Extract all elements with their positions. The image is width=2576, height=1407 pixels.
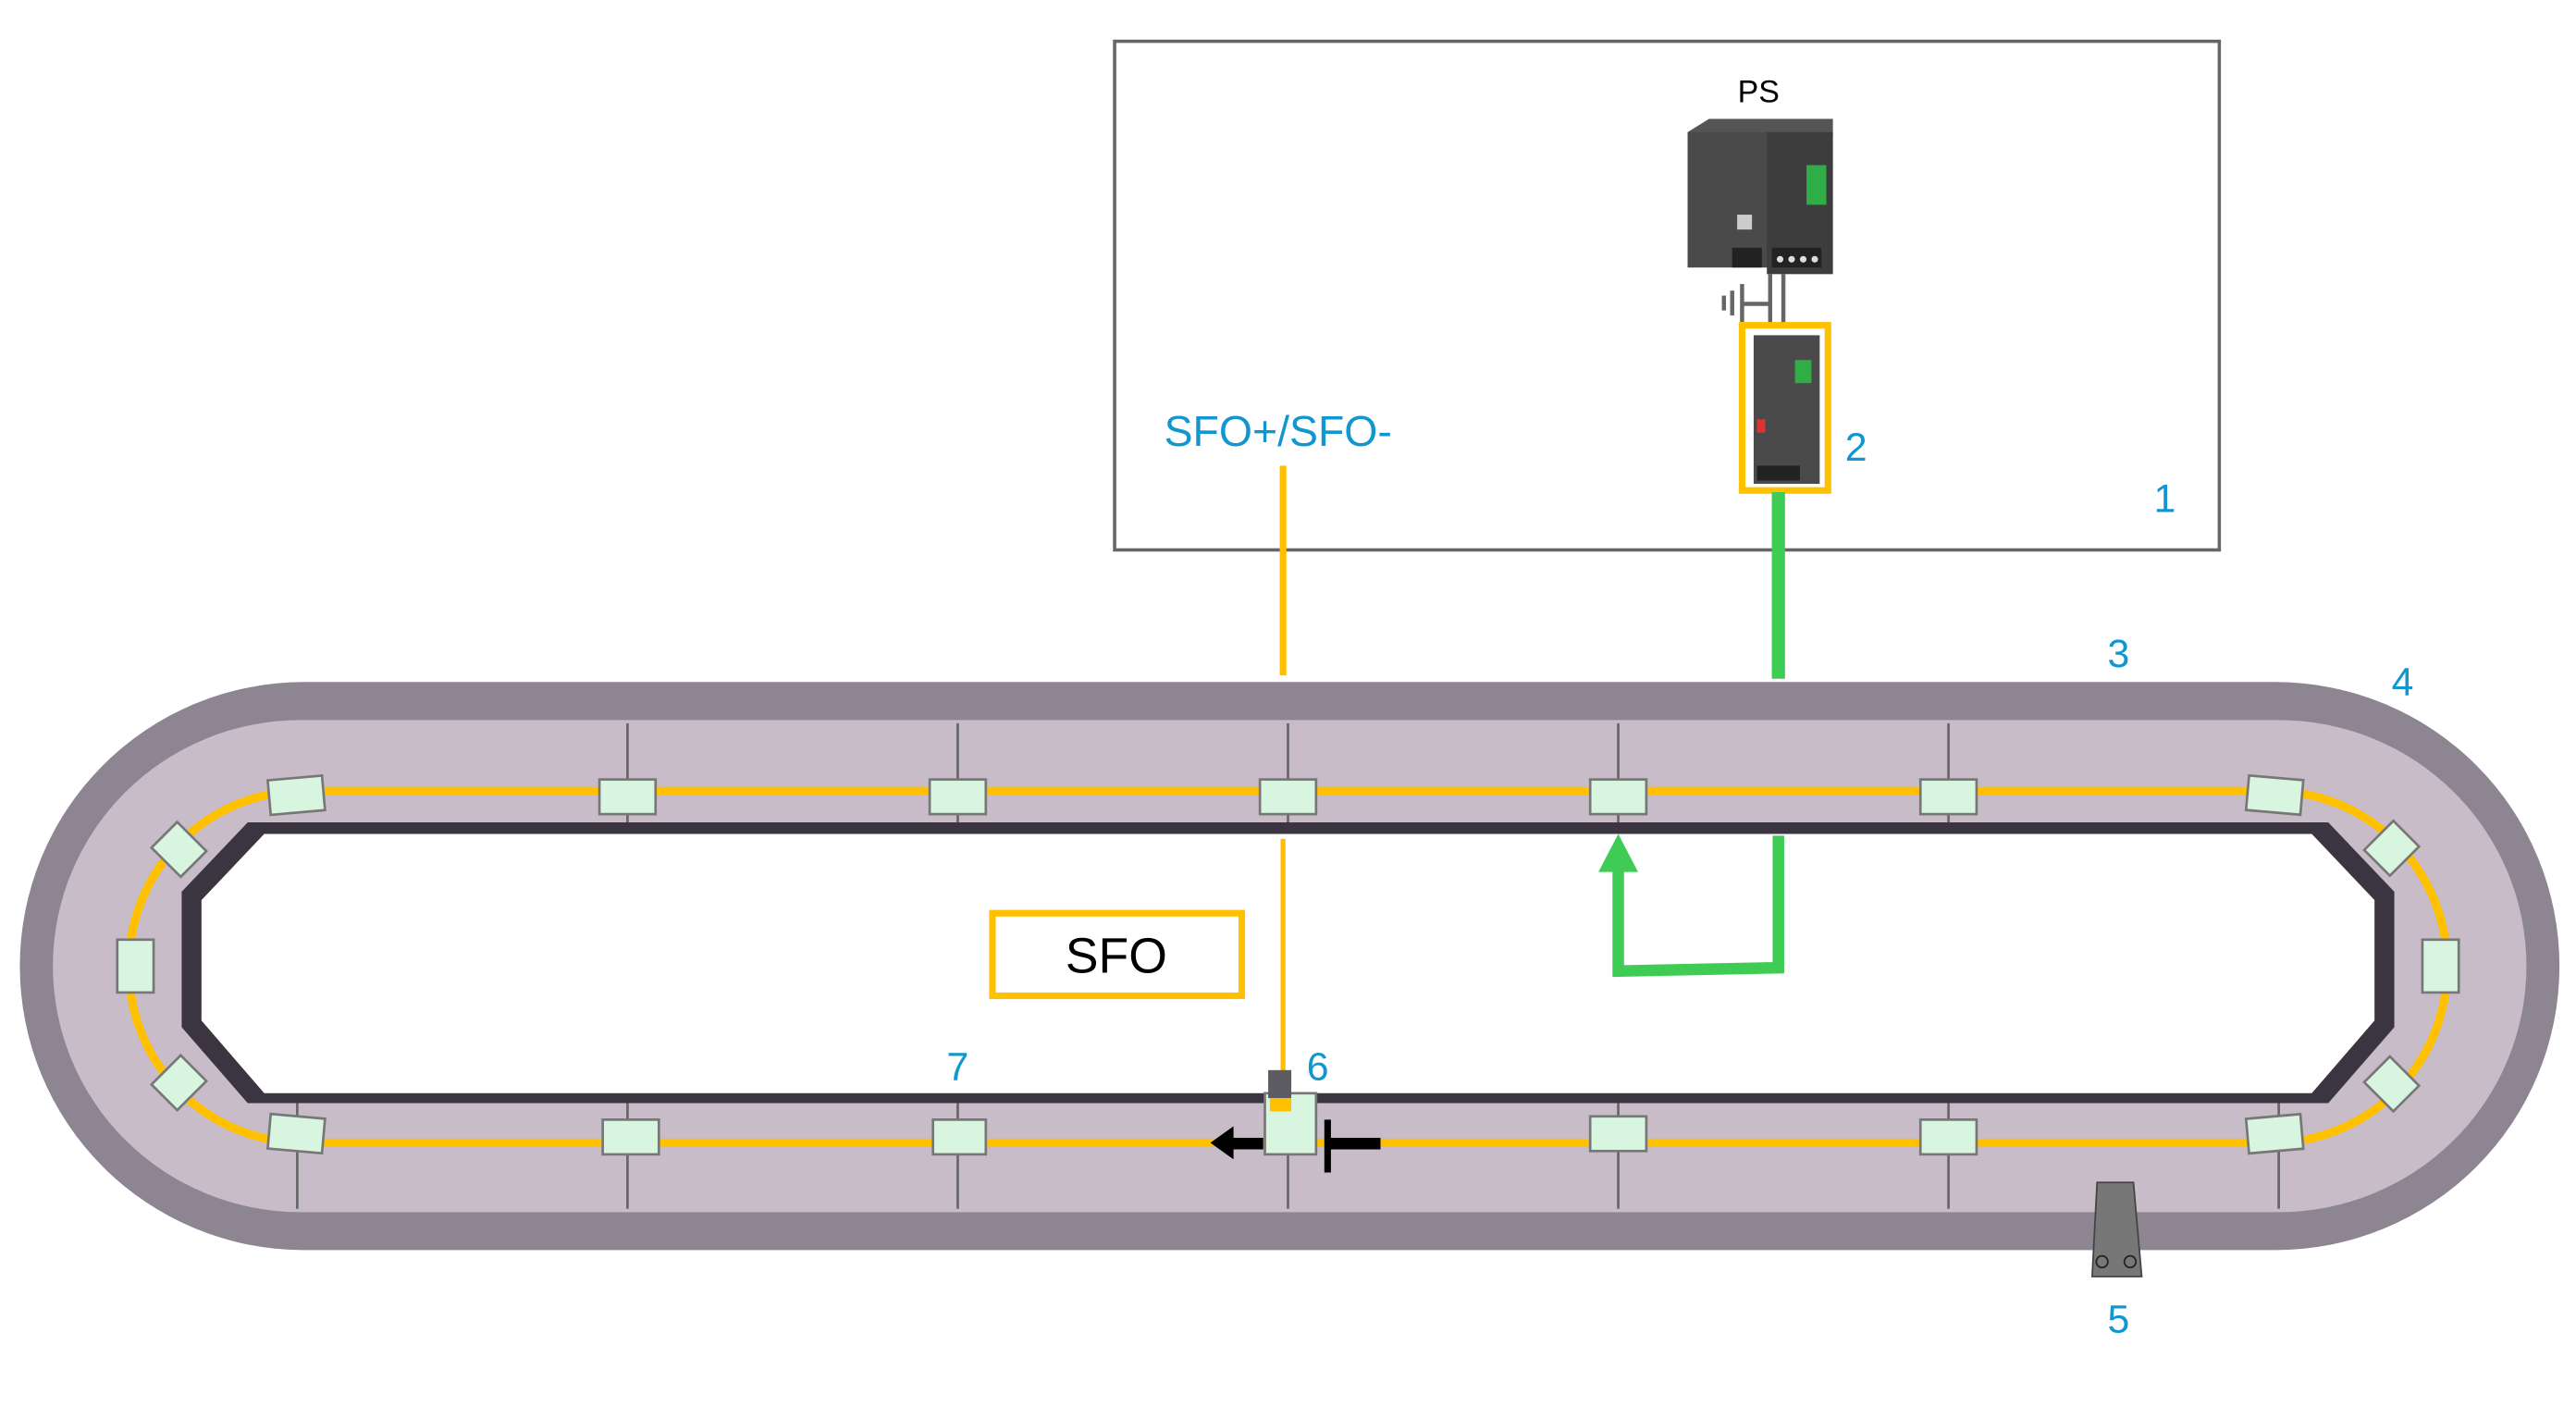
start-marker-icon [1324, 1119, 1381, 1173]
mover [2421, 938, 2460, 994]
sfo-module-icon [1738, 322, 1831, 494]
cabinet-frame [1113, 39, 2222, 552]
mover [149, 820, 209, 879]
mover [2362, 1055, 2422, 1114]
mover [1918, 778, 1978, 816]
ps-label: PS [1738, 75, 1780, 110]
movers [116, 773, 2460, 1156]
callout-4: 4 [2392, 660, 2414, 705]
mover [265, 1112, 327, 1155]
mover [1588, 778, 1648, 816]
mover [149, 1053, 209, 1113]
mover [116, 938, 155, 994]
mover [265, 773, 327, 817]
power-return-arrow [1598, 833, 1784, 978]
direction-arrow-icon [1210, 1126, 1263, 1160]
sfo-box [989, 909, 1246, 1000]
sfo-signal-label: SFO+/SFO- [1165, 407, 1392, 455]
mover [1918, 1118, 1978, 1156]
callout-7: 7 [947, 1045, 969, 1090]
track [19, 682, 2560, 1251]
track-stand-icon [2090, 1181, 2143, 1277]
callout-3: 3 [2108, 632, 2130, 676]
mover [598, 778, 658, 816]
sfo-sensor-tip [1269, 1098, 1292, 1112]
mover [1258, 778, 1318, 816]
mover [1588, 1115, 1648, 1153]
power-supply-icon [1687, 118, 1833, 275]
mover [601, 1118, 660, 1156]
mover [2244, 1112, 2305, 1155]
mover [2244, 773, 2305, 817]
callout-6: 6 [1307, 1045, 1329, 1090]
ground-symbol-icon [1721, 274, 1786, 327]
callout-2: 2 [1845, 426, 1867, 470]
mover [928, 778, 988, 816]
sfo-sensor-icon [1268, 1069, 1292, 1099]
callout-1: 1 [2154, 476, 2176, 521]
mover [931, 1118, 988, 1156]
mover [2362, 819, 2422, 878]
callout-5: 5 [2108, 1298, 2130, 1342]
sfo-box-label: SFO [1066, 929, 1167, 983]
